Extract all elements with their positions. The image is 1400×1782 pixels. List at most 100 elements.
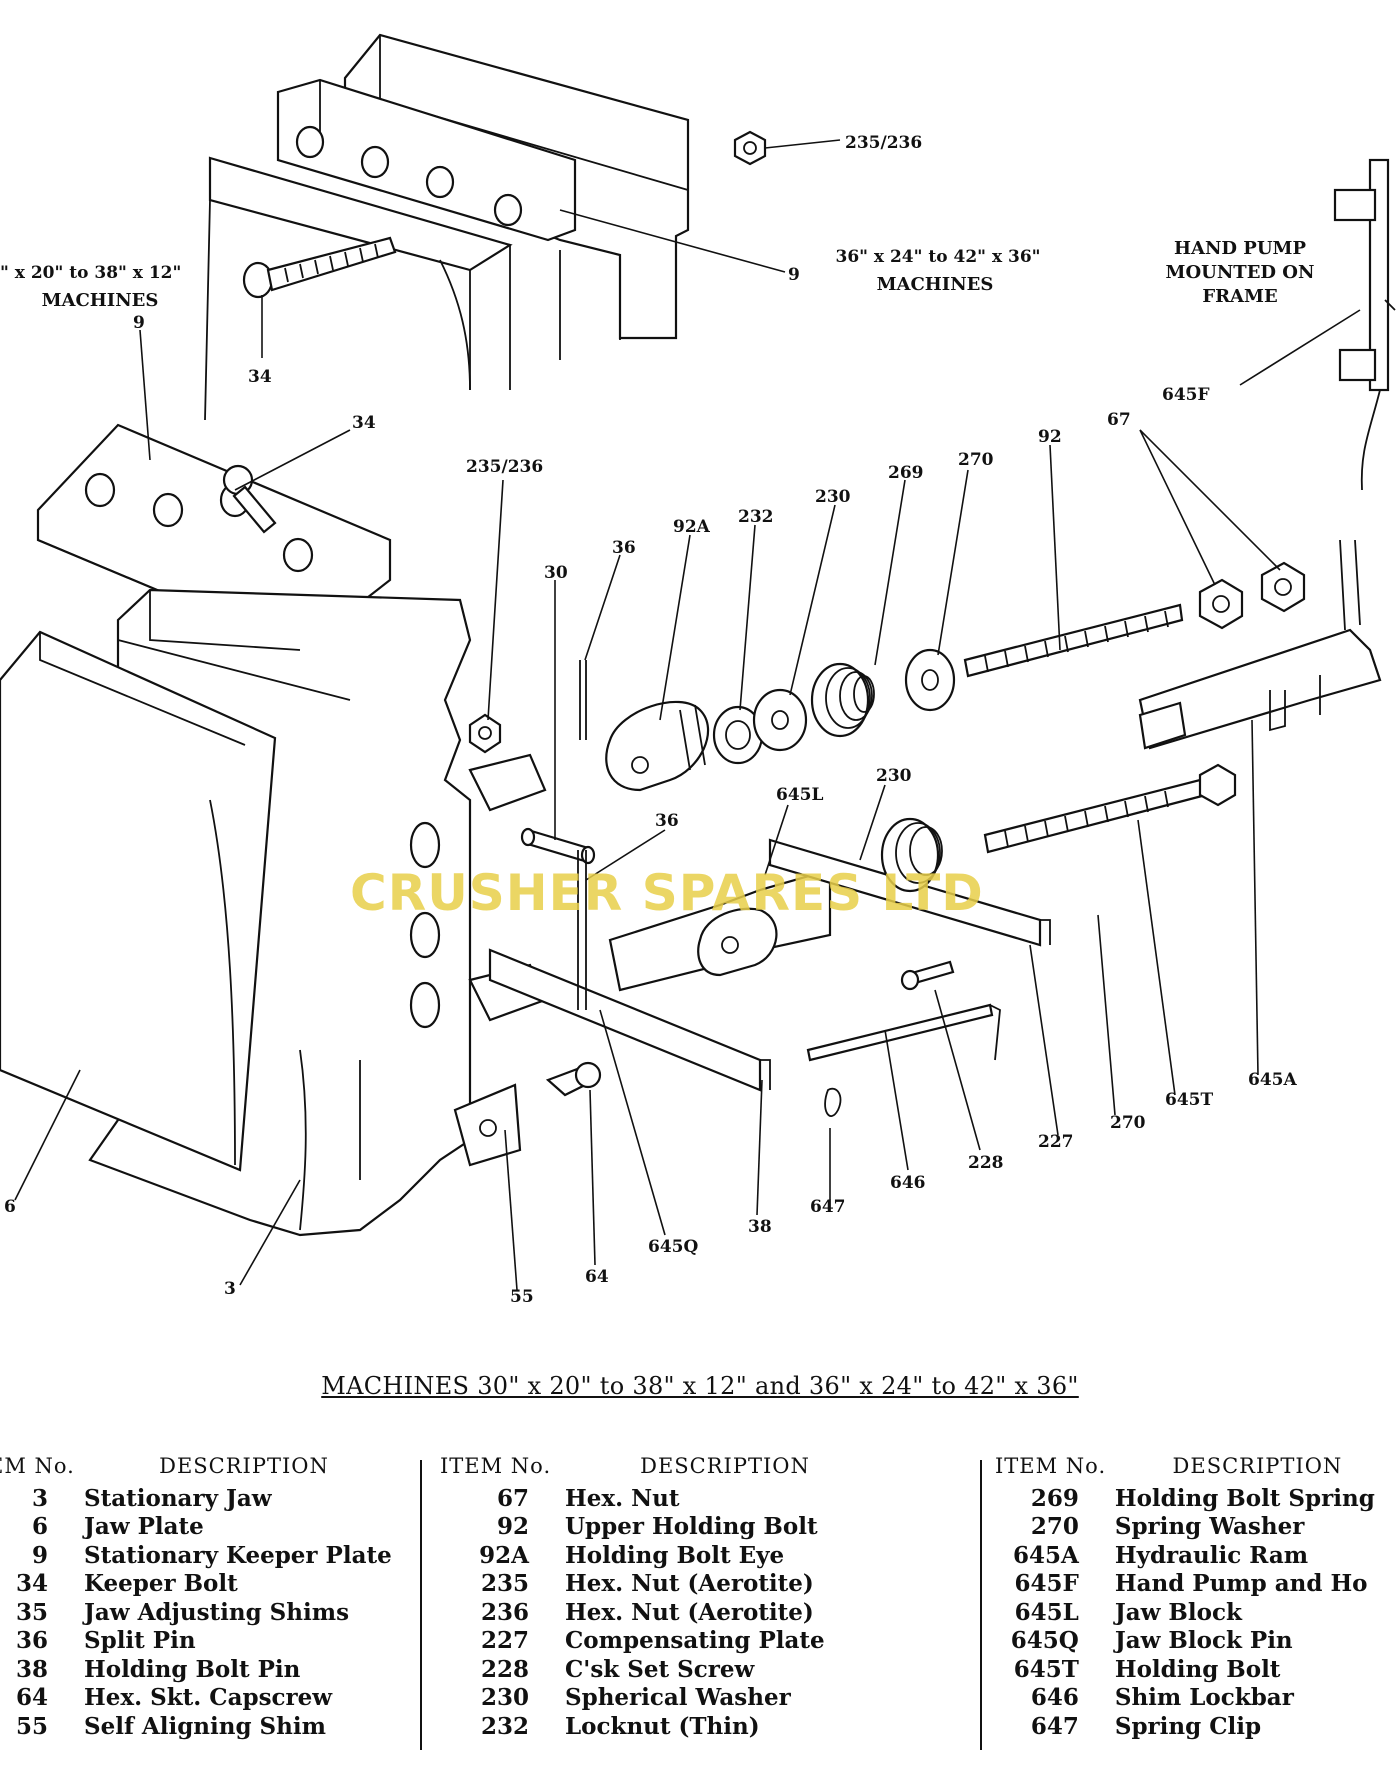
watermark: CRUSHER SPARES LTD — [350, 864, 984, 922]
item-description: Hex. Nut (Aerotite) — [565, 1598, 814, 1626]
item-description: Keeper Bolt — [84, 1570, 238, 1597]
item-description: Upper Holding Bolt — [565, 1513, 818, 1540]
callout-270: 270 — [958, 450, 994, 470]
item-description: Split Pin — [84, 1627, 196, 1654]
item-description: Hex. Nut (Aerotite) — [565, 1570, 814, 1597]
table-divider-1 — [420, 1460, 422, 1750]
item-number: 645T — [1013, 1655, 1079, 1683]
header-description: DESCRIPTION — [640, 1454, 810, 1478]
upper-machines-size: 36" x 24" to 42" x 36" — [835, 247, 1040, 267]
item-description: Holding Bolt Eye — [565, 1541, 785, 1569]
item-description: Hex. Skt. Capscrew — [84, 1684, 333, 1711]
item-description: Holding Bolt Spring — [1114, 1484, 1375, 1512]
header-description: DESCRIPTION — [159, 1454, 329, 1478]
item-description: Stationary Keeper Plate — [84, 1541, 392, 1569]
item-description: Jaw Block Pin — [1114, 1627, 1293, 1654]
lower-machines-label: MACHINES — [42, 290, 159, 311]
callout-6: 6 — [4, 1197, 16, 1217]
callout-645F: 645F — [1162, 385, 1210, 405]
callout-67: 67 — [1107, 410, 1131, 430]
table-row: 646 Shim Lockbar — [995, 1684, 1400, 1713]
item-number: 230 — [480, 1684, 529, 1711]
callout-228: 228 — [968, 1153, 1004, 1173]
diagram-caption: MACHINES 30" x 20" to 38" x 12" and 36" … — [321, 1372, 1079, 1400]
callout-269: 269 — [888, 463, 924, 483]
table-row: 9 Stationary Keeper Plate — [0, 1542, 404, 1571]
callout-235-236-lower: 235/236 — [466, 457, 543, 477]
callout-34-lower: 34 — [352, 413, 376, 433]
callout-36-lower: 36 — [655, 811, 679, 831]
callout-92A: 92A — [673, 517, 711, 537]
item-number: 34 — [15, 1570, 48, 1597]
item-number: 3 — [31, 1484, 48, 1512]
hand-pump-label-2: MOUNTED ON — [1166, 262, 1315, 283]
table-divider-2 — [980, 1460, 982, 1750]
callout-645T: 645T — [1165, 1090, 1213, 1110]
item-description: Jaw Plate — [84, 1513, 204, 1540]
item-description: Locknut (Thin) — [565, 1712, 760, 1740]
item-number: 645Q — [1010, 1627, 1079, 1654]
item-number: 36 — [15, 1627, 48, 1654]
callout-646: 646 — [890, 1173, 926, 1193]
callout-230-lower: 230 — [876, 766, 912, 786]
item-number: 645A — [1012, 1541, 1079, 1569]
upper-jaw-assembly — [204, 33, 767, 421]
table-row: 645T Holding Bolt — [995, 1656, 1400, 1685]
item-description: Holding Bolt — [1114, 1655, 1281, 1683]
item-description: Spring Washer — [1114, 1513, 1305, 1540]
item-description: C'sk Set Screw — [565, 1655, 755, 1683]
callout-9-lower: 9 — [133, 313, 145, 333]
table-row: 645Q Jaw Block Pin — [995, 1627, 1400, 1656]
item-description: Shim Lockbar — [1114, 1684, 1294, 1711]
item-description: Hand Pump and Ho — [1114, 1570, 1368, 1597]
item-number: 6 — [31, 1513, 48, 1540]
callout-labels: 235/236 9 36" x 24" to 42" x 36" MACHINE… — [0, 133, 1314, 1307]
callout-270-lower: 270 — [1110, 1113, 1146, 1133]
callout-230-upper: 230 — [815, 487, 851, 507]
item-description: Self Aligning Shim — [84, 1712, 326, 1740]
hand-pump-assembly — [1333, 158, 1396, 491]
header-item-no: EM No. — [0, 1454, 75, 1478]
header-description: DESCRIPTION — [1172, 1454, 1343, 1478]
item-description: Holding Bolt Pin — [84, 1655, 301, 1683]
item-number: 646 — [1030, 1684, 1079, 1711]
item-description: Hydraulic Ram — [1114, 1541, 1309, 1569]
table-row: 92 Upper Holding Bolt — [440, 1513, 885, 1542]
table-row: 3 Stationary Jaw — [0, 1485, 404, 1514]
exploded-view-diagram: 235/236 9 36" x 24" to 42" x 36" MACHINE… — [0, 33, 1396, 1307]
item-number: 38 — [15, 1655, 48, 1683]
callout-9-upper: 9 — [788, 265, 800, 285]
item-number: 227 — [480, 1627, 529, 1654]
table-row: 36 Split Pin — [0, 1627, 404, 1656]
callout-55: 55 — [510, 1287, 534, 1307]
parts-table-col1: EM No. DESCRIPTION 3 Stationary Jaw 6 Jaw P… — [0, 1452, 404, 1741]
item-number: 9 — [31, 1541, 48, 1569]
callout-30: 30 — [544, 563, 568, 583]
table-row: 230 Spherical Washer — [440, 1684, 885, 1713]
callout-645Q: 645Q — [648, 1237, 698, 1257]
item-number: 92 — [496, 1513, 529, 1540]
table-row: 645A Hydraulic Ram — [995, 1542, 1400, 1571]
item-number: 647 — [1030, 1712, 1079, 1740]
item-description: Hex. Nut — [565, 1484, 680, 1512]
callout-38: 38 — [748, 1217, 772, 1237]
item-number: 232 — [480, 1712, 529, 1740]
callout-645L: 645L — [776, 785, 823, 805]
hand-pump-label-1: HAND PUMP — [1174, 238, 1306, 259]
item-number: 55 — [15, 1712, 48, 1740]
table-row: 34 Keeper Bolt — [0, 1570, 404, 1599]
lower-jaw-assembly — [0, 423, 547, 1237]
item-description: Spherical Washer — [565, 1684, 791, 1711]
item-description: Stationary Jaw — [84, 1484, 272, 1512]
